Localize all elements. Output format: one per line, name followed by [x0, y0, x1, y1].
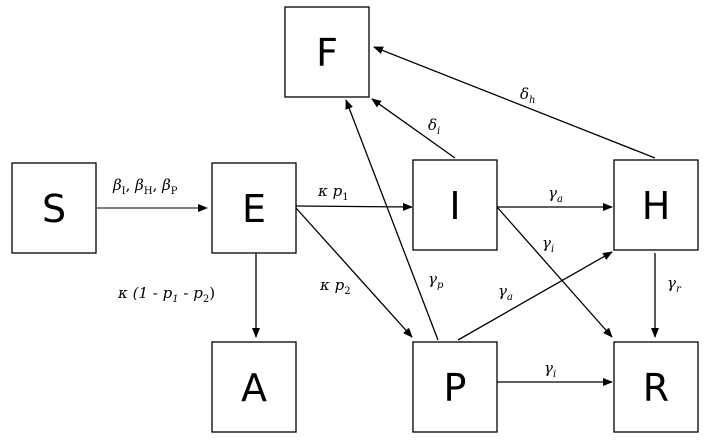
edge-h-f	[373, 46, 656, 159]
node-a-label: A	[241, 366, 267, 410]
edge-e-i	[295, 202, 413, 211]
edge-p-f	[345, 99, 439, 341]
edge-label-i-h: γa	[548, 184, 563, 205]
node-h-label: H	[642, 184, 671, 228]
node-e-label: E	[242, 187, 266, 231]
node-f: F	[284, 6, 370, 98]
edge-p-h	[457, 251, 613, 341]
edge-label-p-f: γp	[428, 270, 444, 291]
edge-label-e-p: κ p2	[319, 276, 351, 297]
edge-i-f	[371, 98, 456, 159]
edge-label-i-r: γi	[542, 234, 554, 255]
edge-label-e-a: κ (1 - p1 - p2)	[117, 284, 215, 305]
node-i-label: I	[449, 184, 460, 228]
node-f-label: F	[316, 31, 338, 75]
edge-label-i-f: δi	[428, 116, 440, 137]
node-p-label: P	[444, 366, 467, 410]
edge-i-r	[496, 206, 613, 338]
node-s: S	[11, 162, 97, 254]
edge-label-s-e: βI, βH, βP	[112, 176, 178, 197]
edge-label-e-i: κ p1	[317, 182, 349, 203]
edge-e-p	[295, 207, 413, 338]
node-e: E	[211, 162, 297, 254]
node-a: A	[211, 341, 297, 433]
edge-label-p-h: γa	[498, 282, 513, 303]
node-r: R	[613, 341, 699, 433]
node-i: I	[412, 159, 498, 251]
edge-label-h-r: γr	[667, 274, 682, 295]
node-r-label: R	[643, 366, 669, 410]
node-s-label: S	[42, 187, 66, 231]
node-p: P	[412, 341, 498, 433]
node-h: H	[613, 159, 699, 251]
edge-label-p-r: γi	[544, 359, 556, 380]
edge-label-h-f: δh	[520, 85, 535, 106]
